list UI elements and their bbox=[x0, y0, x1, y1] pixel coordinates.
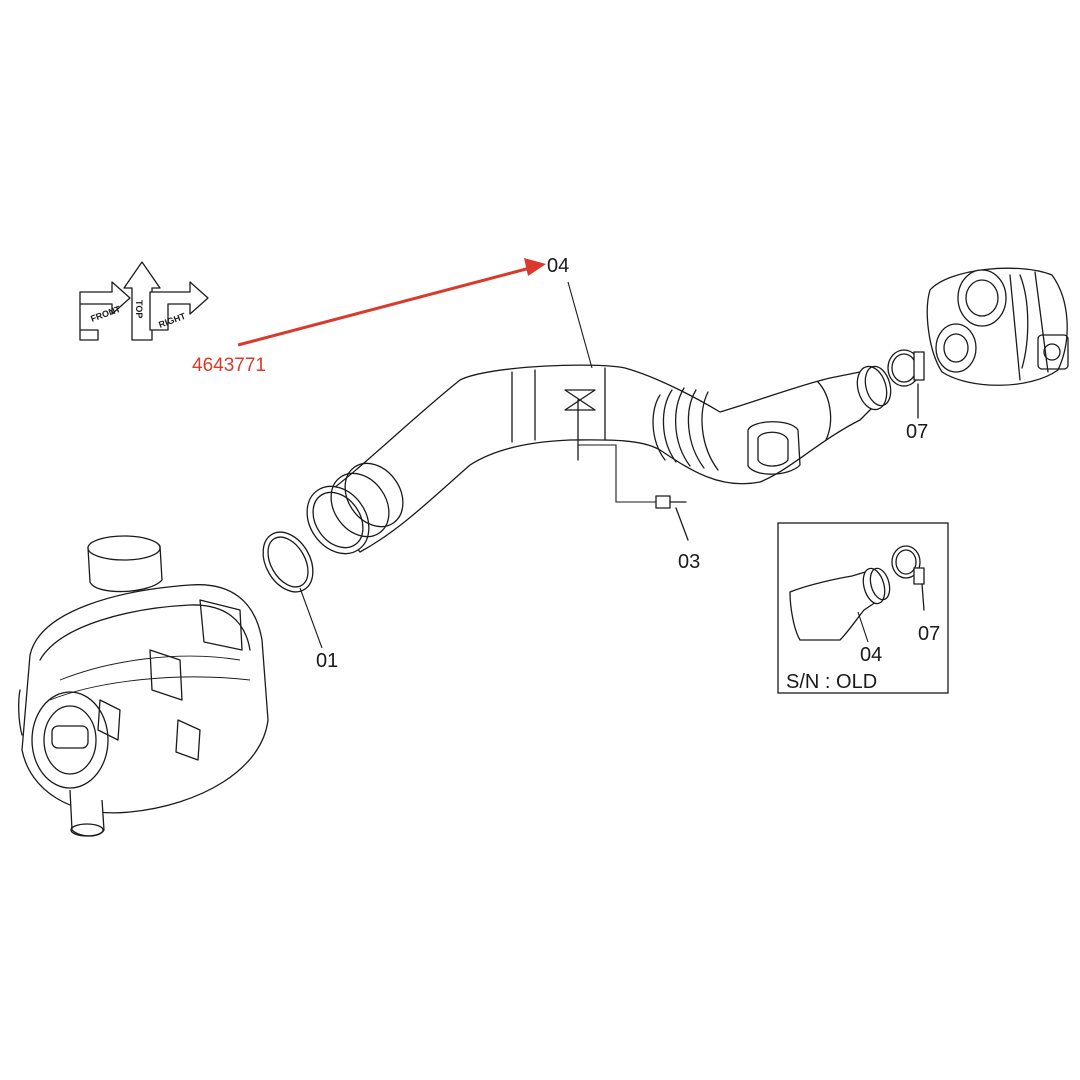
hose-clamp-part-07: 07 bbox=[887, 349, 928, 443]
air-cleaner-housing bbox=[18, 535, 269, 837]
part-number-pointer: 4643771 bbox=[192, 258, 546, 376]
clamp-part-01: 01 bbox=[262, 531, 338, 672]
inset-label: S/N : OLD bbox=[786, 671, 877, 693]
turbocharger bbox=[926, 267, 1069, 386]
inset-callout-07: 07 bbox=[918, 623, 940, 645]
intake-tube-part-04: 04 bbox=[306, 255, 892, 555]
part-number-label: 4643771 bbox=[192, 355, 266, 376]
bolt-part-03: 03 bbox=[578, 444, 700, 573]
orientation-compass: FRONT TOP RIGHT bbox=[79, 261, 209, 341]
callout-03: 03 bbox=[678, 551, 700, 573]
callout-04: 04 bbox=[547, 255, 569, 277]
callout-07: 07 bbox=[906, 421, 928, 443]
compass-right-arrow bbox=[149, 281, 209, 331]
red-arrow-head bbox=[524, 258, 546, 276]
inset-callout-04: 04 bbox=[860, 644, 882, 666]
compass-top-label: TOP bbox=[134, 300, 144, 318]
compass-front-arrow bbox=[79, 281, 131, 341]
callout-01: 01 bbox=[316, 650, 338, 672]
compass-front-label: FRONT bbox=[89, 304, 122, 324]
red-arrow-line bbox=[237, 266, 531, 347]
inset-detail-old: 04 07 S/N : OLD bbox=[777, 522, 949, 694]
